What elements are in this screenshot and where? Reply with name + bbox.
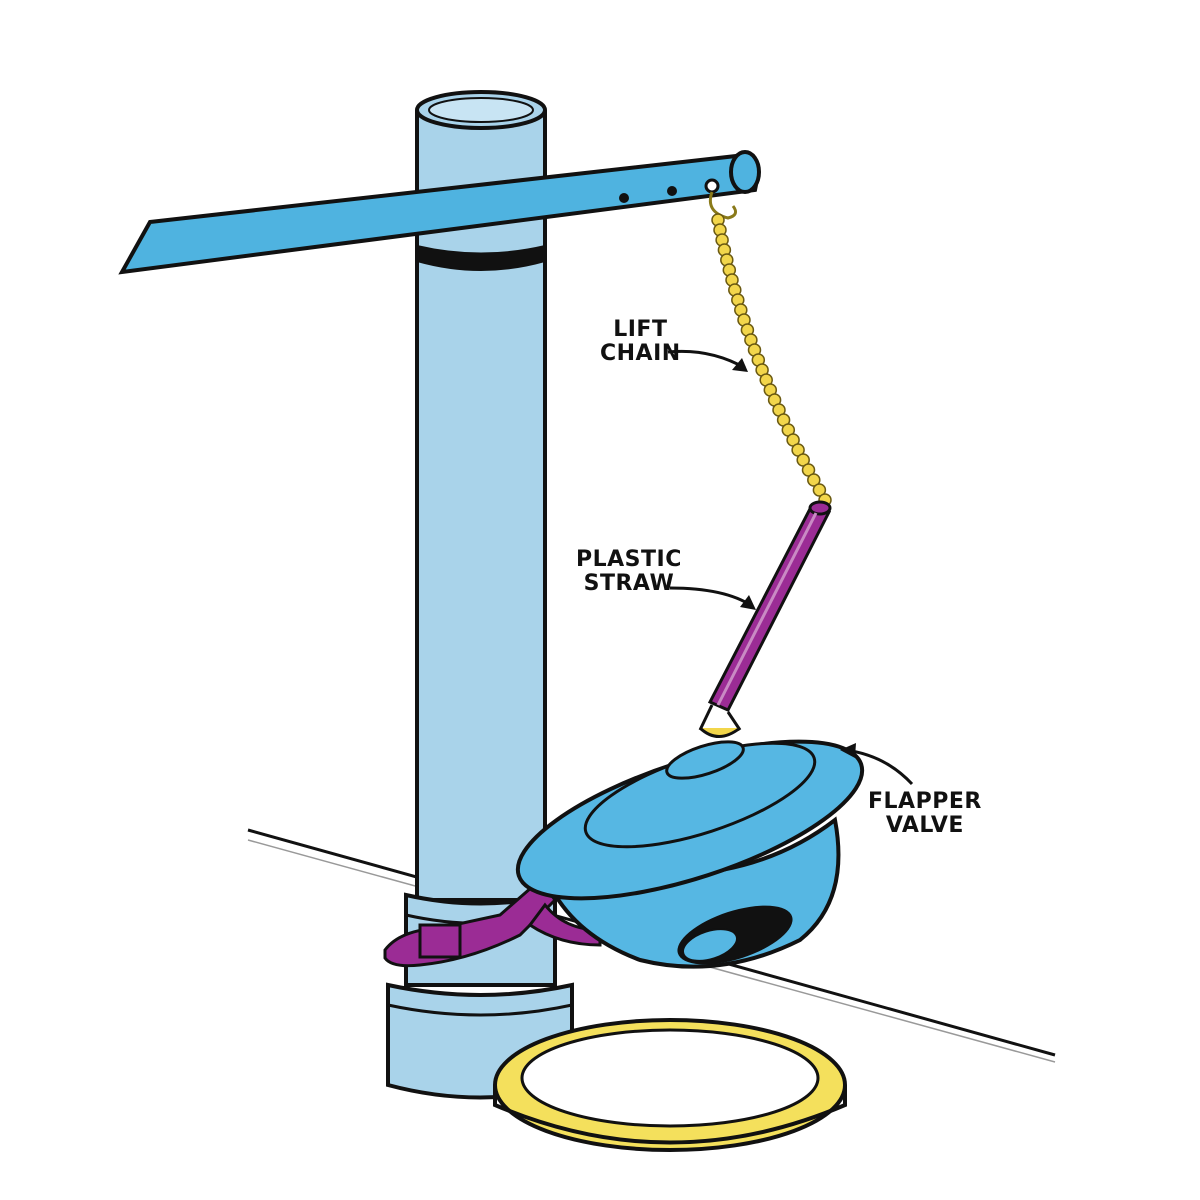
lever-hole-3 (704, 178, 720, 194)
label-lift-chain: LIFT CHAIN (600, 318, 681, 366)
arrow-flapper-valve (840, 743, 914, 786)
flush-lever-arm (118, 150, 761, 275)
label-plastic-straw-line1: PLASTIC (576, 547, 682, 572)
lever-hole-1 (619, 193, 629, 203)
label-flapper-valve-line2: VALVE (885, 813, 964, 838)
flapper-strap (383, 877, 602, 968)
label-flapper-valve-line1: FLAPPER (868, 789, 982, 814)
lever-hole-2 (667, 186, 677, 196)
label-lift-chain-line1: LIFT (613, 317, 668, 342)
arrow-plastic-straw (669, 586, 756, 610)
chain-bead (812, 483, 827, 497)
chain-bead (807, 473, 821, 487)
label-plastic-straw-line2: STRAW (583, 571, 675, 596)
valve-seat-ring (493, 1018, 847, 1152)
label-lift-chain-line2: CHAIN (600, 341, 681, 366)
flapper-valve (515, 739, 865, 969)
lift-chain (711, 213, 832, 507)
label-plastic-straw: PLASTIC STRAW (576, 548, 682, 596)
plastic-straw (698, 500, 832, 738)
label-flapper-valve: FLAPPER VALVE (868, 790, 982, 838)
arrow-lift-chain (667, 349, 748, 372)
